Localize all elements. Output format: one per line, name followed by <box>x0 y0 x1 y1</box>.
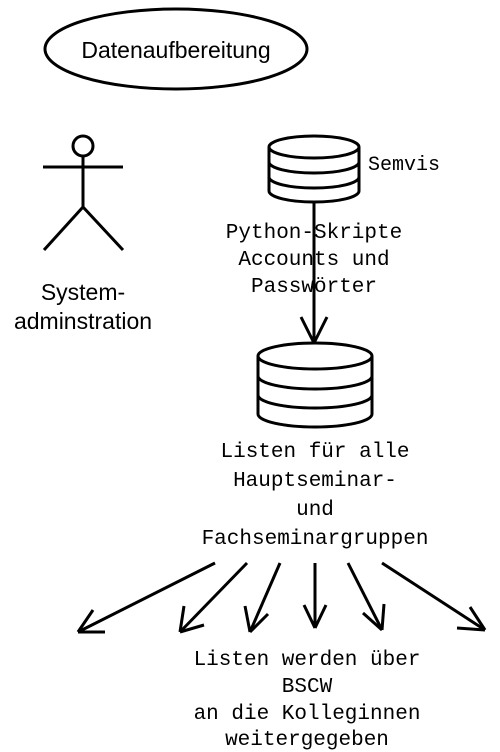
database-icon-semvis <box>267 134 361 204</box>
fan-arrow-2 <box>178 561 249 634</box>
process-text: Python-Skripte Accounts und Passwörter <box>226 222 402 299</box>
distribution-line-4: weitergegeben <box>225 729 389 752</box>
distribution-line-1: Listen werden über <box>194 649 421 672</box>
distribution-text: Listen werden über BSCW an die Kolleginn… <box>194 649 421 752</box>
target-db-line-4: Fachseminargruppen <box>202 528 429 551</box>
target-db-line-2: Hauptseminar- <box>233 470 397 493</box>
process-line-3: Passwörter <box>251 276 377 299</box>
use-case-label: Datenaufbereitung <box>81 37 270 63</box>
distribution-line-3: an die Kolleginnen <box>194 703 421 726</box>
fan-out-arrows <box>76 561 487 634</box>
fan-arrow-3 <box>243 562 282 634</box>
fan-arrow-6 <box>381 561 487 632</box>
actor-label-line-2: adminstration <box>14 308 152 334</box>
fan-arrow-4 <box>302 563 328 629</box>
distribution-line-2: BSCW <box>282 676 333 699</box>
process-line-2: Accounts und <box>238 249 389 272</box>
target-db-label: Listen für alle Hauptseminar- und Fachse… <box>202 441 429 551</box>
process-line-1: Python-Skripte <box>226 222 402 245</box>
source-db-label: Semvis <box>368 154 440 177</box>
flow-arrow-down <box>299 203 329 344</box>
actor-stick-figure-icon <box>42 134 125 252</box>
fan-arrow-1 <box>76 561 216 634</box>
actor-label-line-1: System- <box>41 279 125 305</box>
actor-label: System- adminstration <box>14 279 152 334</box>
use-case-datenaufbereitung: Datenaufbereitung <box>43 7 309 91</box>
fan-arrow-5 <box>346 562 386 632</box>
target-db-line-3: und <box>296 499 334 522</box>
target-db-line-1: Listen für alle <box>220 441 409 464</box>
database-icon-lists <box>256 341 374 429</box>
